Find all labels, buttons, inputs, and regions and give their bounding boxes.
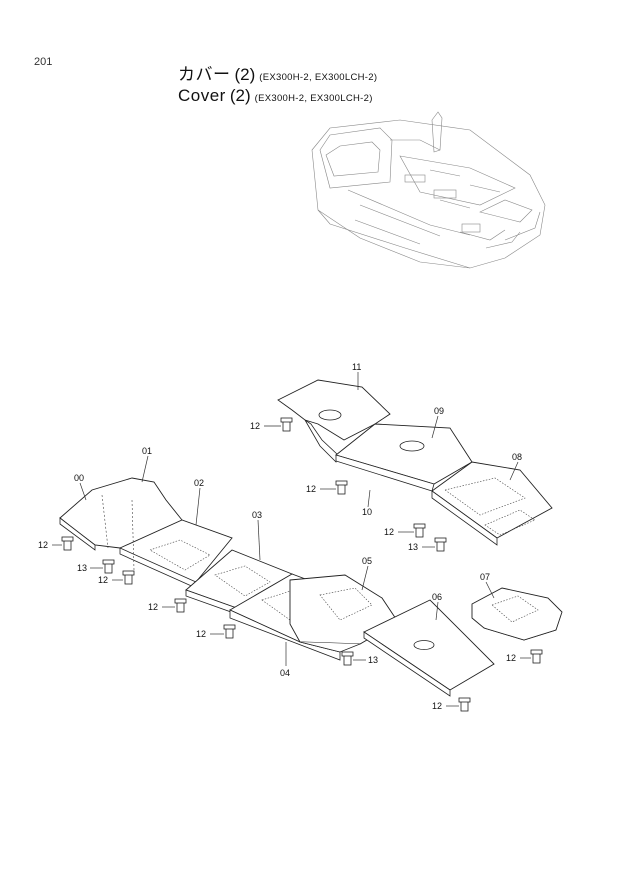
callout-03: 03	[252, 510, 262, 520]
bolt-12-c	[413, 523, 426, 538]
cover-05-plate	[289, 574, 399, 653]
bolt-12-h	[530, 649, 543, 664]
callout-01: 01	[142, 446, 152, 456]
title-jp-text: カバー	[178, 65, 231, 84]
callout-02: 02	[194, 478, 204, 488]
bolt-12-a	[280, 417, 293, 432]
callout-12-f: 12	[148, 602, 158, 612]
callout-05: 05	[362, 556, 372, 566]
bolt-13-a	[434, 537, 447, 552]
title-jp-models: (EX300H-2, EX300LCH-2)	[259, 72, 378, 83]
callout-12-h: 12	[506, 653, 516, 663]
callout-12-i: 12	[432, 701, 442, 711]
title-en-models: (EX300H-2, EX300LCH-2)	[254, 93, 373, 104]
bolt-13-b	[102, 559, 115, 574]
cover-11-plate	[277, 379, 391, 463]
title-en-text: Cover	[178, 86, 226, 105]
callout-00: 00	[74, 473, 84, 483]
cover-02-plate	[119, 519, 233, 589]
machine-overview-illustration	[311, 111, 546, 269]
callout-07: 07	[480, 572, 490, 582]
cover-07-plate	[471, 587, 563, 641]
title-en-number: (2)	[229, 86, 251, 105]
cover-01-plate	[59, 477, 183, 551]
bolt-12-i	[458, 697, 471, 712]
bolt-12-b	[335, 480, 348, 495]
callout-12-a: 12	[250, 421, 260, 431]
cover-09-plate	[335, 423, 473, 492]
callout-13-a: 13	[408, 542, 418, 552]
page-title-english: Cover(2)(EX300H-2, EX300LCH-2)	[178, 86, 373, 106]
callout-09: 09	[434, 406, 444, 416]
bolt-12-d	[61, 536, 74, 551]
cover-06-plate	[363, 599, 495, 697]
callout-13-b: 13	[77, 563, 87, 573]
callout-06: 06	[432, 592, 442, 602]
bolt-13-c	[341, 651, 354, 666]
callout-12-d: 12	[38, 540, 48, 550]
bolt-12-e	[122, 570, 135, 585]
callout-08: 08	[512, 452, 522, 462]
cover-08-plate	[431, 461, 553, 546]
bolt-12-f	[174, 598, 187, 613]
bolt-12-g	[223, 624, 236, 639]
callout-11: 11	[352, 362, 361, 372]
callout-12-g: 12	[196, 629, 206, 639]
callout-12-c: 12	[384, 527, 394, 537]
page-title-japanese: カバー(2)(EX300H-2, EX300LCH-2)	[178, 60, 377, 85]
callout-10: 10	[362, 507, 372, 517]
page-number: 201	[34, 56, 53, 68]
callout-12-e: 12	[98, 575, 108, 585]
title-jp-number: (2)	[234, 65, 256, 84]
callout-12-b: 12	[306, 484, 316, 494]
callout-04: 04	[280, 668, 290, 678]
callout-13-c: 13	[368, 655, 378, 665]
